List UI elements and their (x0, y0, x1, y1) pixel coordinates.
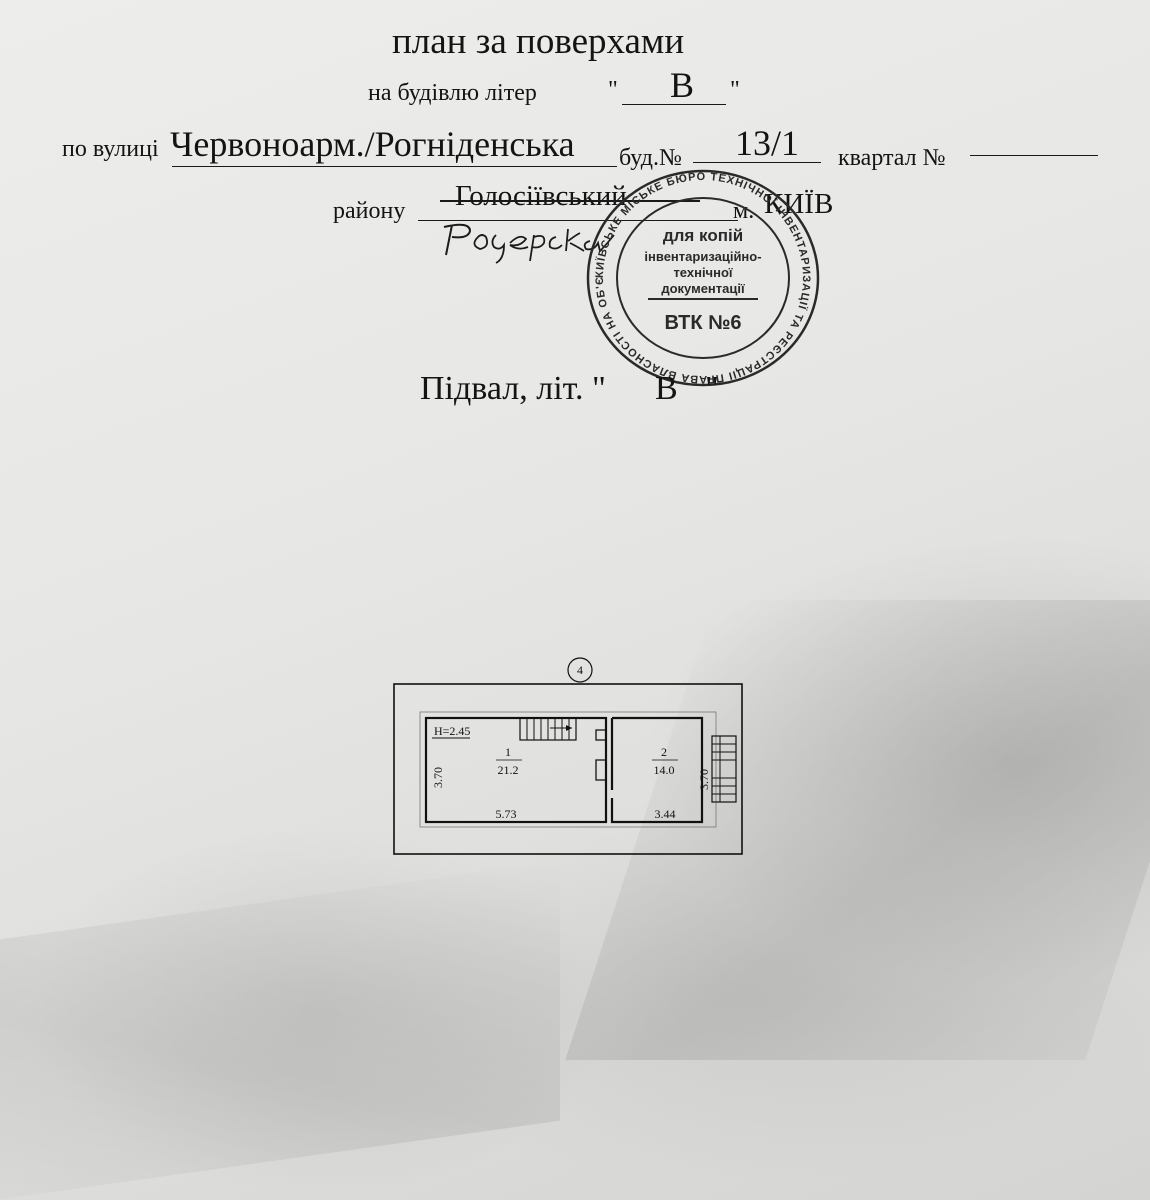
svg-text:інвентаризаційно-: інвентаризаційно- (644, 249, 761, 264)
quarter-label: квартал № (838, 145, 946, 171)
house-underline (693, 162, 821, 163)
svg-text:технічної: технічної (673, 265, 732, 280)
svg-text:документації: документації (661, 281, 745, 296)
svg-text:ВТК №6: ВТК №6 (664, 312, 741, 334)
building-label: на будівлю літер (368, 80, 537, 106)
room-2-number: 2 (661, 745, 667, 759)
district-strikethrough (440, 200, 700, 202)
quote-open: " (608, 77, 618, 103)
room-2-area: 14.0 (654, 763, 675, 777)
street-underline (172, 166, 617, 167)
official-stamp: КИЇВСЬКЕ МІСЬКЕ БЮРО ТЕХНІЧНОЇ ІНВЕНТАРИ… (578, 163, 820, 387)
quarter-underline (970, 155, 1098, 156)
plan-frame (393, 683, 743, 855)
height-label: Н=2.45 (434, 724, 470, 738)
sheet-number: 4 (577, 663, 583, 677)
room-1-area: 21.2 (498, 763, 519, 777)
street-value: Червоноарм./Рогніденська (170, 124, 575, 164)
district-value: Голосіївський (455, 180, 627, 212)
street-label: по вулиці (62, 136, 159, 162)
left-height-dim: 3.70 (431, 767, 445, 788)
floor-quote-close: " (705, 370, 719, 407)
district-label: району (333, 198, 406, 224)
room-1-width-dim: 5.73 (496, 807, 517, 821)
sheet-number-circle (567, 657, 593, 683)
floor-label: Підвал, літ. " (420, 370, 606, 407)
staircase (519, 717, 577, 741)
city-value: КИЇВ (764, 188, 834, 220)
house-label: буд.№ (619, 145, 682, 171)
floor-plan: 4 Н=2.45 1 21.2 2 14.0 3.70 3. (393, 657, 743, 855)
right-height-dim: 3.70 (697, 769, 711, 790)
svg-text:для копій: для копій (663, 226, 743, 245)
house-value: 13/1 (735, 123, 800, 163)
document-title: план за поверхами (392, 21, 685, 62)
room-2-width-dim: 3.44 (655, 807, 676, 821)
entrance-steps (711, 735, 737, 803)
room-1-walls (424, 716, 608, 824)
room-2-walls (610, 716, 704, 824)
building-letter: В (670, 65, 695, 105)
building-letter-underline (622, 104, 726, 105)
floor-letter: В (655, 370, 678, 407)
room-1-number: 1 (505, 745, 511, 759)
quote-close: " (730, 77, 740, 103)
district-underline (418, 220, 738, 221)
